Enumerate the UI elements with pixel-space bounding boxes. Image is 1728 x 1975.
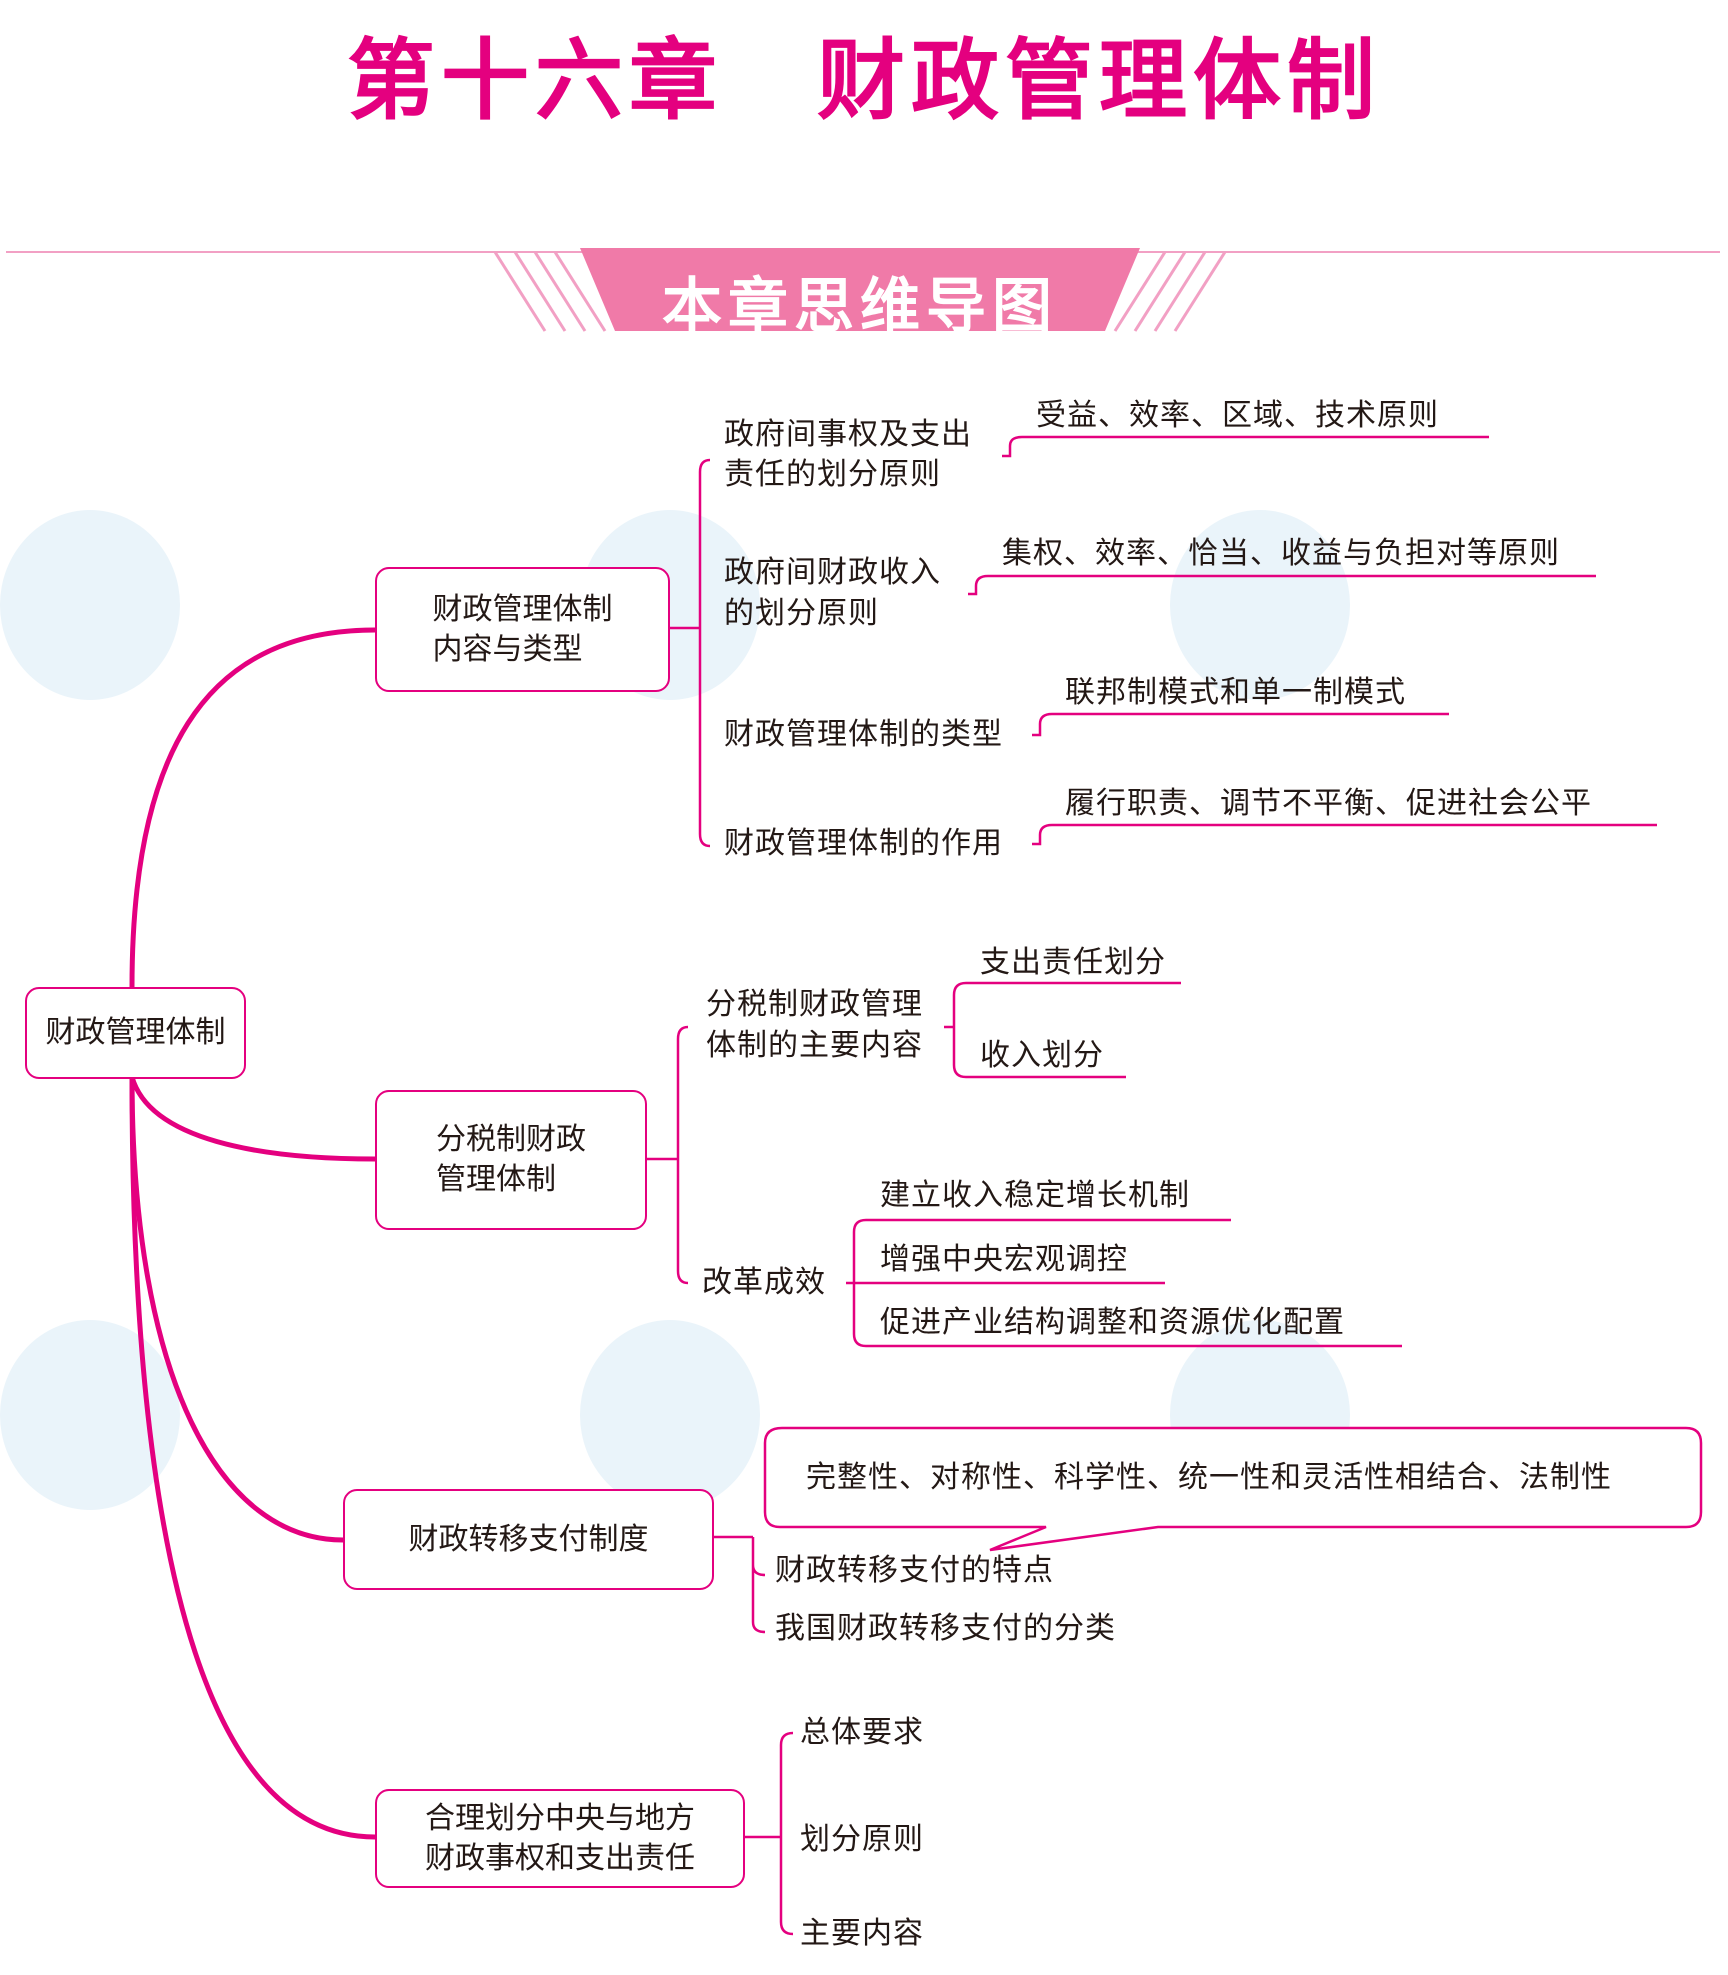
curve-branch-3 — [129, 1076, 344, 1543]
leaf-text: 集权、效率、恰当、收益与负担对等原则 — [1002, 536, 1560, 571]
sub-topic: 我国财政转移支付的分类 — [775, 1611, 1116, 1646]
banner-shape — [580, 248, 1140, 331]
sub-topic: 财政管理体制的作用 — [724, 826, 1003, 861]
chapter-title: 第十六章 财政管理体制 — [346, 28, 1381, 132]
curve-branch-2 — [129, 1076, 376, 1162]
branch-4-lines — [743, 1731, 794, 1936]
leaf-text: 建立收入稳定增长机制 — [880, 1178, 1190, 1213]
banner-stripes — [493, 251, 1227, 332]
leaf-text: 受益、效率、区域、技术原则 — [1036, 398, 1439, 433]
branch-node-content-and-types: 财政管理体制内容与类型 — [375, 567, 670, 692]
branch-3-lines — [712, 1426, 1703, 1634]
root-node: 财政管理体制 — [25, 987, 246, 1079]
node-label-line: 分税制财政 — [436, 1122, 586, 1157]
sub-topic: 分税制财政管理 — [706, 987, 923, 1022]
watermark-logo — [1170, 510, 1350, 700]
sub-topic: 体制的主要内容 — [706, 1028, 923, 1063]
branch-node-transfer-payment: 财政转移支付制度 — [343, 1489, 714, 1590]
leaf-text: 履行职责、调节不平衡、促进社会公平 — [1065, 786, 1592, 821]
curve-branch-1 — [129, 627, 376, 988]
leaf-text: 促进产业结构调整和资源优化配置 — [880, 1305, 1345, 1340]
sub-topic: 财政管理体制的类型 — [724, 717, 1003, 752]
root-node-label: 财政管理体制 — [45, 1015, 226, 1050]
watermark-logo — [580, 1320, 760, 1510]
sub-topic: 政府间事权及支出 — [724, 417, 972, 452]
sub-topic: 主要内容 — [800, 1916, 924, 1951]
node-label-line: 财政转移支付制度 — [408, 1521, 649, 1557]
leaf-text: 支出责任划分 — [980, 945, 1166, 980]
branch-2-lines — [645, 981, 1402, 1348]
sub-topic: 的划分原则 — [724, 596, 879, 631]
sub-topic: 划分原则 — [800, 1822, 924, 1857]
node-label-line: 财政事权和支出责任 — [425, 1840, 695, 1876]
leaf-text: 收入划分 — [980, 1038, 1104, 1073]
mind-map-banner: 本章思维导图 — [662, 272, 1058, 342]
sub-topic: 责任的划分原则 — [724, 457, 941, 492]
node-label-line: 内容与类型 — [432, 631, 583, 667]
leaf-text: 增强中央宏观调控 — [880, 1242, 1128, 1277]
sub-topic: 总体要求 — [800, 1715, 924, 1750]
branch-1-lines — [668, 435, 1657, 848]
callout-bubble — [763, 1426, 1703, 1552]
node-label-line: 合理划分中央与地方 — [425, 1800, 695, 1836]
sub-topic: 改革成效 — [702, 1265, 826, 1300]
watermark-logo — [0, 510, 180, 700]
curve-branch-4 — [129, 1076, 376, 1840]
sub-topic: 政府间财政收入 — [724, 555, 941, 590]
sub-topic: 财政转移支付的特点 — [775, 1553, 1054, 1588]
node-label-line: 管理体制 — [436, 1162, 556, 1197]
callout-text: 完整性、对称性、科学性、统一性和灵活性相结合、法制性 — [806, 1460, 1612, 1495]
node-label-line: 财政管理体制 — [432, 591, 613, 627]
branch-node-division-of-responsibilities: 合理划分中央与地方财政事权和支出责任 — [375, 1789, 745, 1888]
branch-node-tax-sharing: 分税制财政管理体制 — [375, 1090, 647, 1230]
leaf-text: 联邦制模式和单一制模式 — [1065, 675, 1406, 710]
main-curves — [129, 627, 376, 1840]
